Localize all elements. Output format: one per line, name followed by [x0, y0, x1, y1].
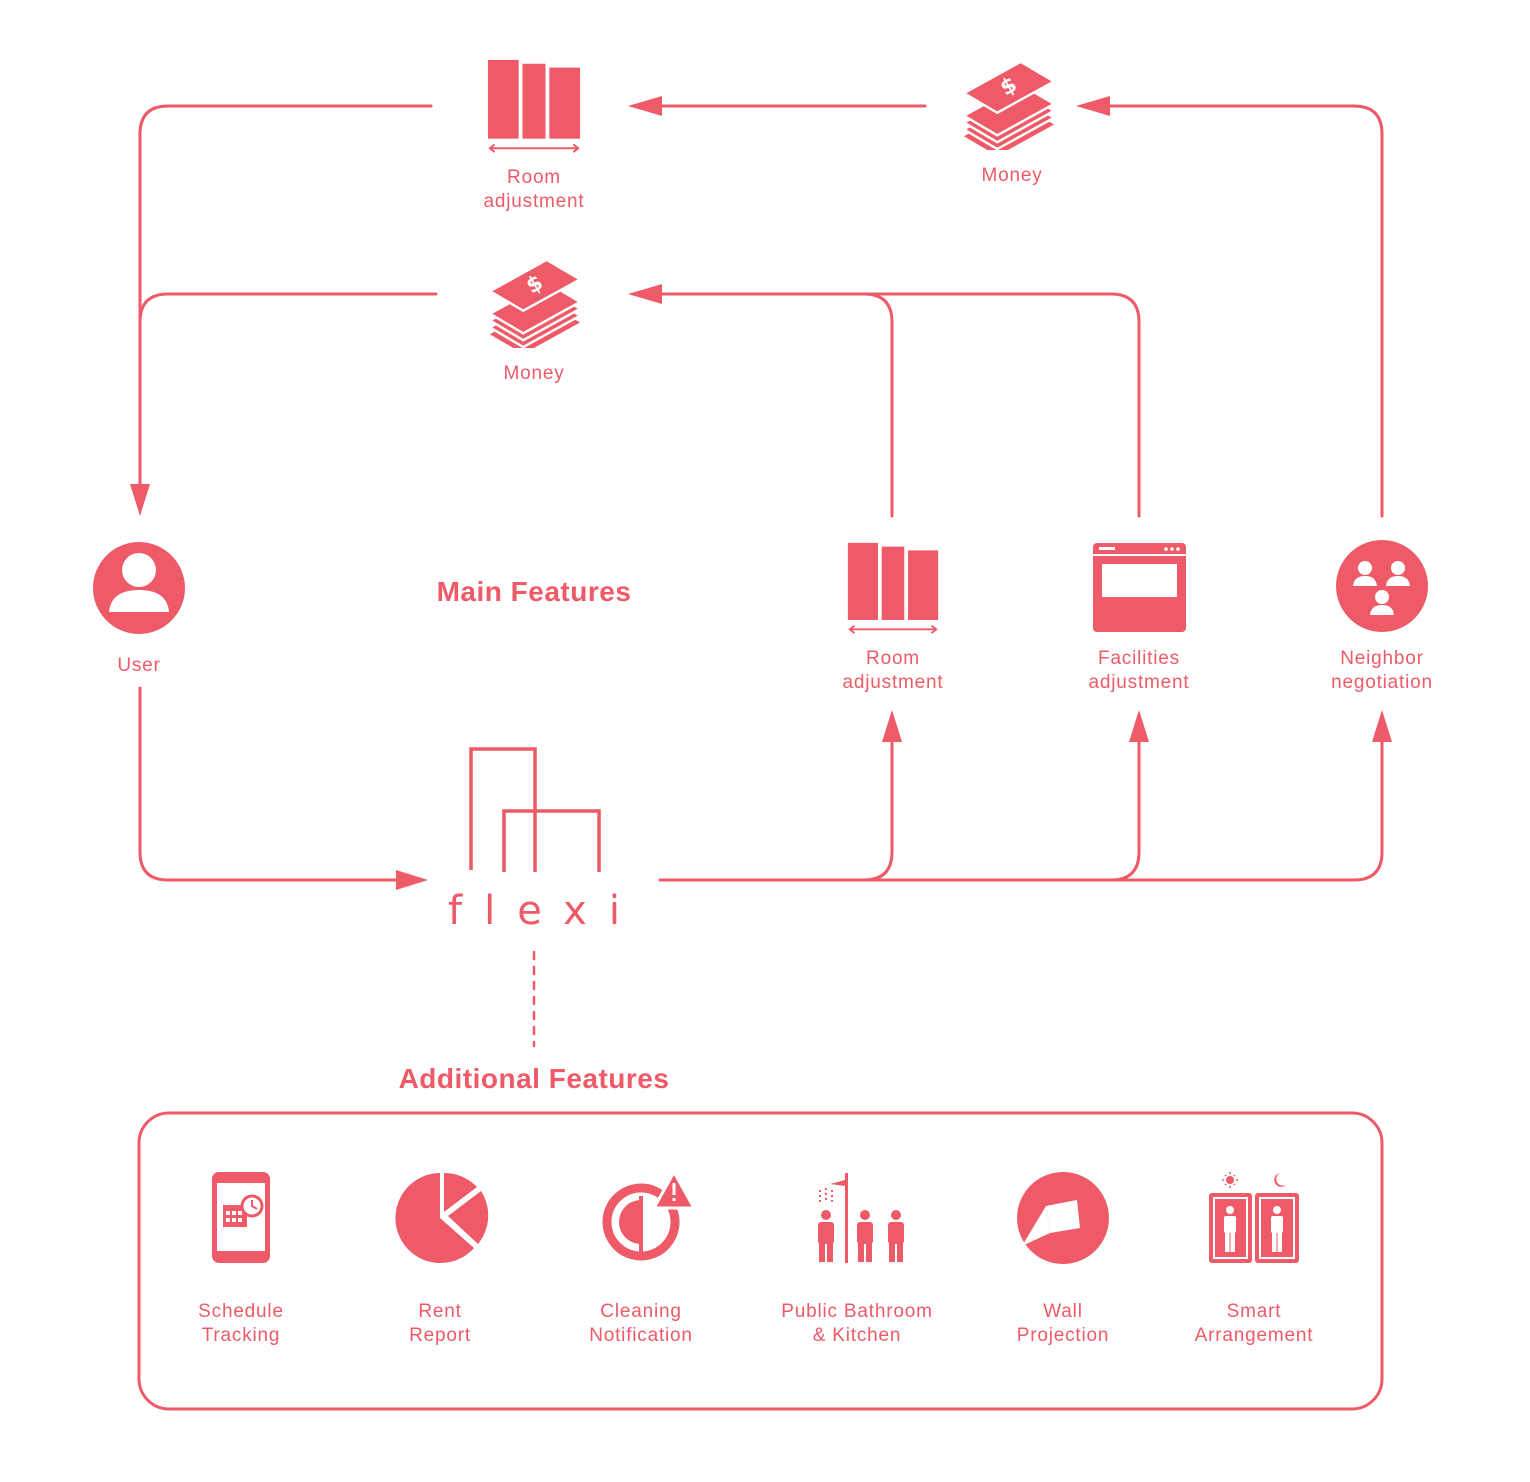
room-adjust-icon	[486, 58, 582, 154]
label-line: Projection	[1016, 1325, 1110, 1346]
connector-room-to-user	[138, 104, 433, 500]
projection-icon	[1017, 1172, 1109, 1264]
label-line: Notification	[589, 1325, 693, 1346]
arrow-head	[628, 284, 662, 304]
pie-chart-icon	[395, 1172, 489, 1263]
connector-flexi-to-facilities	[862, 728, 1141, 882]
label-line: Schedule	[198, 1301, 284, 1322]
label-line: Tracking	[201, 1325, 281, 1346]
schedule-phone-icon	[212, 1172, 270, 1263]
label-line: Money	[981, 165, 1043, 186]
label-line: & Kitchen	[812, 1325, 902, 1346]
facilities-window-icon	[1093, 543, 1186, 632]
feature-neighbor-negotiation-label: Neighbor negotiation	[1331, 647, 1433, 695]
label-line: Facilities	[1098, 648, 1180, 669]
additional-item-rent-report: Rent Report	[409, 1300, 471, 1348]
label-line: adjustment	[483, 191, 585, 212]
connector-money-to-user	[138, 292, 438, 324]
label-line: Wall	[1043, 1301, 1083, 1322]
label-line: Smart	[1226, 1301, 1282, 1322]
connector-neighbor-to-money	[1088, 104, 1384, 518]
cleaning-alert-icon	[602, 1168, 697, 1261]
label-line: Public Bathroom	[781, 1301, 933, 1322]
additional-features-heading: Additional Features	[398, 1063, 670, 1094]
label-line: Arrangement	[1194, 1325, 1314, 1346]
arrow-head	[396, 870, 428, 890]
label-line: Room	[507, 167, 561, 188]
room-adjust-icon	[846, 541, 940, 635]
flexi-logo-icon	[469, 747, 601, 872]
money-label-top: Money	[981, 164, 1042, 188]
connector-facilities-to-money	[862, 292, 1141, 518]
label-line: Rent	[418, 1301, 462, 1322]
shared-bathroom-icon	[818, 1173, 904, 1263]
label-line: Room	[866, 648, 920, 669]
user-label: User	[117, 654, 160, 678]
sun-icon	[1222, 1172, 1238, 1188]
smart-arrangement-icon	[1209, 1172, 1299, 1263]
additional-item-cleaning-notification: Cleaning Notification	[589, 1300, 693, 1348]
additional-features-box	[137, 1111, 1384, 1411]
arrow-head	[882, 710, 902, 742]
label-line: negotiation	[1331, 672, 1433, 693]
feature-room-adjustment-label: Room adjustment	[843, 647, 944, 695]
connector-room-to-money	[640, 292, 894, 518]
additional-item-smart-arrangement: Smart Arrangement	[1195, 1300, 1314, 1348]
label-line: Cleaning	[600, 1301, 682, 1322]
additional-item-schedule-tracking: Schedule Tracking	[198, 1300, 284, 1348]
label-line: Money	[503, 363, 565, 384]
label-line: adjustment	[842, 672, 944, 693]
label-line: Report	[409, 1325, 471, 1346]
neighbor-group-icon	[1336, 540, 1428, 632]
label-line: adjustment	[1088, 672, 1190, 693]
arrow-head	[1076, 96, 1110, 116]
additional-item-wall-projection: Wall Projection	[1017, 1300, 1110, 1348]
arrow-head	[1129, 710, 1149, 742]
connector-flexi-to-neighbor	[1109, 728, 1384, 882]
additional-item-public-bathroom-kitchen: Public Bathroom & Kitchen	[781, 1300, 932, 1348]
arrow-head	[130, 484, 150, 516]
feature-facilities-adjustment-label: Facilities adjustment	[1089, 647, 1190, 695]
connector-flexi-to-room	[658, 728, 894, 882]
main-features-heading: Main Features	[436, 576, 632, 607]
arrow-head	[628, 96, 662, 116]
arrow-head	[1372, 710, 1392, 742]
money-stack-icon	[962, 60, 1056, 150]
room-adjustment-label-top: Room adjustment	[484, 166, 585, 214]
money-label-mid: Money	[503, 362, 564, 386]
moon-icon	[1274, 1173, 1286, 1187]
money-stack-icon	[488, 258, 582, 348]
label-line: User	[117, 655, 161, 676]
flexi-brand-name: flexi	[448, 888, 642, 934]
connector-user-to-flexi	[138, 686, 412, 882]
label-line: Neighbor	[1340, 648, 1424, 669]
person-figure	[818, 1210, 834, 1262]
user-icon	[93, 542, 185, 634]
